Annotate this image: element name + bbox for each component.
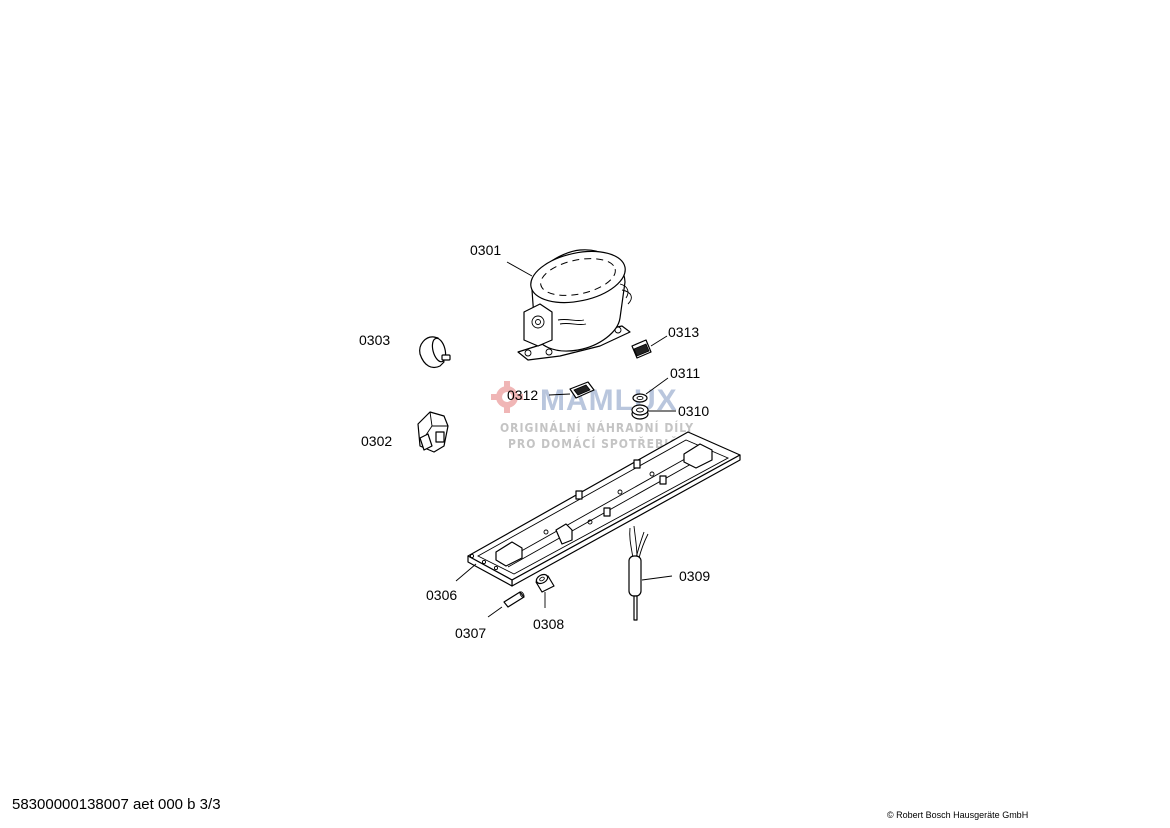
grommet-icon[interactable] bbox=[631, 404, 649, 420]
document-code: 58300000138007 aet 000 b 3/3 bbox=[12, 796, 221, 813]
leader-line-0311 bbox=[645, 377, 669, 395]
leader-line-0301 bbox=[506, 261, 533, 277]
leader-line-0306 bbox=[455, 563, 477, 582]
washer-icon[interactable] bbox=[632, 393, 648, 403]
part-labels: 0301 0302 0303 0306 0307 0308 0309 0310 … bbox=[359, 242, 710, 641]
bushing-icon[interactable] bbox=[535, 573, 555, 593]
leader-line-0307 bbox=[487, 606, 503, 618]
leader-line-0309 bbox=[641, 575, 673, 581]
compressor-icon[interactable] bbox=[517, 244, 632, 361]
copyright-notice: © Robert Bosch Hausgeräte GmbH bbox=[887, 810, 1029, 820]
mounting-rail-icon[interactable] bbox=[467, 431, 741, 587]
watermark-brand: MAMLUX bbox=[540, 384, 678, 417]
thermal-protector-icon[interactable] bbox=[419, 336, 451, 369]
connector-icon[interactable] bbox=[631, 339, 652, 359]
part-label-0302: 0302 bbox=[361, 433, 392, 449]
part-label-0301: 0301 bbox=[470, 242, 501, 258]
leader-line-0312 bbox=[548, 393, 571, 396]
part-label-0307: 0307 bbox=[455, 625, 486, 641]
part-label-0312: 0312 bbox=[507, 387, 538, 403]
watermark-line-2: PRO DOMÁCÍ SPOTŘEBIČE bbox=[508, 436, 687, 451]
watermark-line-1: ORIGINÁLNÍ NÁHRADNÍ DÍLY bbox=[500, 420, 694, 435]
connector-icon[interactable] bbox=[569, 381, 595, 399]
watermark-logo-icon bbox=[491, 381, 523, 413]
pin-icon[interactable] bbox=[503, 591, 525, 608]
watermark: MAMLUX ORIGINÁLNÍ NÁHRADNÍ DÍLY PRO DOMÁ… bbox=[491, 381, 694, 451]
part-label-0308: 0308 bbox=[533, 616, 564, 632]
part-label-0313: 0313 bbox=[668, 324, 699, 340]
part-label-0309: 0309 bbox=[679, 568, 710, 584]
part-label-0310: 0310 bbox=[678, 403, 709, 419]
filter-dryer-icon[interactable] bbox=[628, 525, 649, 621]
leader-line-0313 bbox=[650, 335, 668, 347]
part-label-0311: 0311 bbox=[670, 365, 700, 381]
relay-icon[interactable] bbox=[417, 411, 449, 453]
part-label-0303: 0303 bbox=[359, 332, 390, 348]
part-label-0306: 0306 bbox=[426, 587, 457, 603]
